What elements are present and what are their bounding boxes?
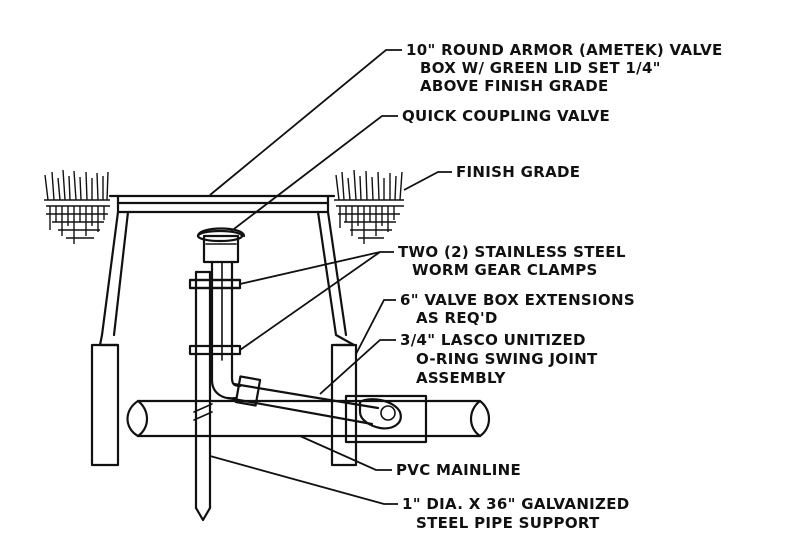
riser-pipe — [210, 260, 234, 362]
label-clamps-line-2: WORM GEAR CLAMPS — [412, 261, 598, 279]
steel-pipe-support — [193, 270, 213, 522]
label-mainline: PVC MAINLINE — [396, 461, 521, 479]
label-pipe-support-line-2: STEEL PIPE SUPPORT — [416, 514, 600, 532]
label-pipe-support-line-1: 1" DIA. X 36" GALVANIZED — [402, 495, 630, 513]
grass-clump-left — [44, 169, 110, 244]
label-valve-box-line-2: BOX W/ GREEN LID SET 1/4" — [420, 59, 661, 77]
label-valve-box-line-3: ABOVE FINISH GRADE — [420, 77, 609, 95]
callout-extensions: 6" VALVE BOX EXTENSIONS AS REQ'D — [400, 291, 635, 327]
callout-clamps: TWO (2) STAINLESS STEEL WORM GEAR CLAMPS — [398, 243, 626, 279]
label-swing-joint-line-3: ASSEMBLY — [416, 369, 506, 387]
label-extensions-line-1: 6" VALVE BOX EXTENSIONS — [400, 291, 635, 309]
quick-coupling-valve — [196, 227, 246, 264]
label-valve-box-line-1: 10" ROUND ARMOR (AMETEK) VALVE — [406, 41, 723, 59]
grass-clump-right — [334, 169, 404, 244]
callout-finish-grade: FINISH GRADE — [456, 163, 580, 181]
callout-mainline: PVC MAINLINE — [396, 461, 521, 479]
callout-valve-box: 10" ROUND ARMOR (AMETEK) VALVE BOX W/ GR… — [406, 41, 723, 95]
label-finish-grade: FINISH GRADE — [456, 163, 580, 181]
callout-quick-coupling: QUICK COUPLING VALVE — [402, 107, 610, 125]
leader-lines — [209, 49, 452, 505]
label-clamps-line-1: TWO (2) STAINLESS STEEL — [398, 243, 626, 261]
valve-box-lid — [108, 194, 336, 214]
label-extensions-line-2: AS REQ'D — [416, 309, 498, 327]
callout-swing-joint: 3/4" LASCO UNITIZED O-RING SWING JOINT A… — [400, 331, 598, 387]
label-quick-coupling: QUICK COUPLING VALVE — [402, 107, 610, 125]
pvc-mainline — [126, 394, 491, 444]
label-swing-joint-line-2: O-RING SWING JOINT — [416, 350, 598, 368]
callout-pipe-support: 1" DIA. X 36" GALVANIZED STEEL PIPE SUPP… — [402, 495, 630, 532]
valve-box-extension-left — [90, 343, 120, 467]
swing-joint-assembly — [210, 358, 402, 430]
valve-box-extension-right — [330, 343, 358, 467]
label-swing-joint-line-1: 3/4" LASCO UNITIZED — [400, 331, 586, 349]
